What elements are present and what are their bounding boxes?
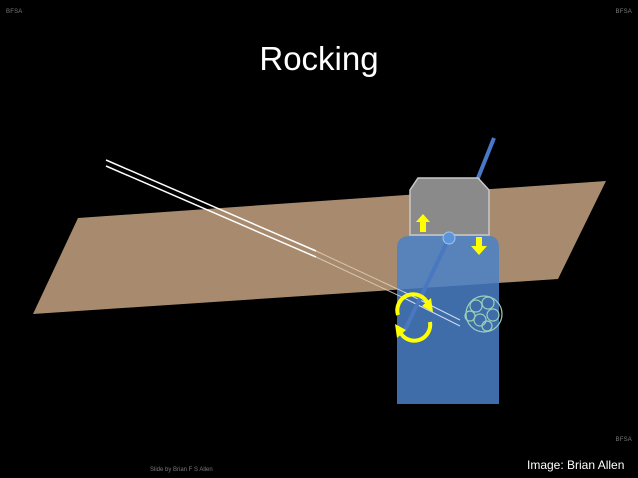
nerve-bundle-icon: [464, 295, 503, 333]
needle: [105, 159, 461, 327]
down-arrow-icon: [471, 237, 487, 255]
slide-credit: Slide by Brian F S Allen: [150, 467, 213, 473]
watermark-top-left: BFSA: [6, 9, 23, 15]
pivot-point: [442, 231, 456, 245]
probe-housing: [409, 177, 490, 236]
probe-cable: [476, 137, 496, 179]
rotation-arrows-icon: [395, 292, 433, 343]
image-credit: Image: Brian Allen: [527, 458, 625, 472]
up-arrow-icon: [416, 214, 430, 232]
watermark-bottom-right: BFSA: [615, 437, 632, 443]
skin-plane: [33, 181, 606, 314]
pivot-shaft: [403, 237, 451, 331]
slide-title: Rocking: [259, 40, 379, 77]
watermark-top-right: BFSA: [615, 9, 632, 15]
